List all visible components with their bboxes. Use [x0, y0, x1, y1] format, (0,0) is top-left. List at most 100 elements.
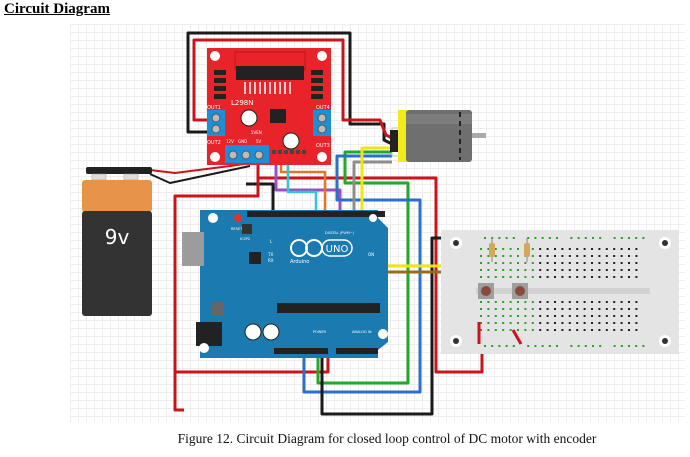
breadboard-hole: [517, 269, 519, 271]
breadboard-hole: [628, 301, 630, 303]
breadboard-hole: [568, 262, 571, 264]
breadboard-hole: [509, 329, 512, 331]
wire-red-power-left: [173, 178, 260, 412]
power-rail-hole: [642, 237, 645, 239]
power-rail-hole: [635, 237, 638, 239]
breadboard-hole: [613, 269, 616, 271]
breadboard-hole: [605, 329, 608, 331]
breadboard-hole: [568, 269, 571, 271]
power-rail-hole: [512, 345, 515, 347]
breadboard-hole: [524, 276, 527, 278]
power-rail-hole: [613, 237, 616, 239]
wire-orange: [279, 160, 327, 214]
breadboard-hole: [509, 322, 512, 324]
power-rail-hole: [584, 345, 587, 347]
breadboard-hole: [480, 262, 482, 264]
l-label: L: [270, 239, 273, 244]
breadboard-hole: [620, 301, 623, 303]
breadboard-hole: [546, 276, 549, 278]
on-label: ON: [368, 252, 374, 257]
power-rail-hole: [491, 345, 494, 347]
breadboard-hole: [554, 308, 556, 310]
breadboard-hole: [509, 269, 512, 271]
power-rail-hole: [584, 237, 587, 239]
breadboard-hole: [531, 262, 534, 264]
breadboard-hole: [591, 322, 593, 324]
breadboard-hole: [598, 248, 601, 250]
breadboard-hole: [554, 322, 556, 324]
breadboard-hole: [583, 308, 586, 310]
breadboard-hole: [487, 308, 490, 310]
power-rail-hole: [599, 345, 602, 347]
breadboard-hole: [539, 262, 542, 264]
breadboard-hole: [517, 322, 519, 324]
breadboard-hole: [546, 301, 549, 303]
breadboard-hole: [605, 255, 608, 257]
power-rail-hole: [592, 237, 594, 239]
power-rail-hole: [534, 237, 537, 239]
wire-blue-encoder: [302, 154, 422, 394]
wire-red-out1-motor: [192, 38, 393, 140]
breadboard-hole: [554, 301, 556, 303]
breadboard-hole: [561, 248, 564, 250]
breadboard-hole: [554, 255, 556, 257]
power-rail-hole: [628, 345, 630, 347]
breadboard-hole: [568, 329, 571, 331]
breadboard-hole: [494, 315, 497, 317]
power-rail-hole: [577, 237, 580, 239]
dc-motor-with-encoder: [390, 110, 486, 162]
breadboard-hole: [480, 276, 482, 278]
power-rail-hole: [620, 237, 623, 239]
breadboard-hole: [605, 322, 608, 324]
breadboard-hole: [524, 329, 527, 331]
power-rail-hole: [505, 237, 508, 239]
power-rail-hole: [592, 345, 594, 347]
breadboard-hole: [487, 255, 490, 257]
breadboard-hole: [509, 248, 512, 250]
breadboard-hole: [509, 262, 512, 264]
breadboard-hole: [628, 308, 630, 310]
breadboard-hole: [531, 322, 534, 324]
power-rail-hole: [541, 237, 544, 239]
breadboard-hole: [524, 315, 527, 317]
breadboard-hole: [502, 315, 505, 317]
breadboard-hole: [531, 269, 534, 271]
wire-cyan: [286, 160, 318, 214]
breadboard-hole: [568, 315, 571, 317]
breadboard-hole: [494, 262, 497, 264]
breadboard-hole: [583, 269, 586, 271]
breadboard-hole: [628, 262, 630, 264]
breadboard-hole: [583, 322, 586, 324]
breadboard-hole: [598, 329, 601, 331]
breadboard-hole: [576, 315, 579, 317]
breadboard-hole: [628, 315, 630, 317]
breadboard-hole: [517, 315, 519, 317]
breadboard-hole: [576, 276, 579, 278]
power-rail-hole: [599, 237, 602, 239]
power-rail-hole: [541, 345, 544, 347]
breadboard-hole: [591, 329, 593, 331]
breadboard-hole: [517, 308, 519, 310]
breadboard-hole: [554, 276, 556, 278]
breadboard-hole: [546, 269, 549, 271]
wire-black-gnd: [246, 182, 275, 214]
breadboard-hole: [531, 276, 534, 278]
breadboard-hole: [576, 248, 579, 250]
breadboard-hole: [620, 248, 623, 250]
wire-purple: [274, 160, 342, 214]
breadboard-hole: [628, 276, 630, 278]
breadboard-hole: [561, 301, 564, 303]
breadboard-hole: [605, 248, 608, 250]
breadboard-hole: [487, 276, 490, 278]
out2-label: OUT2: [207, 140, 221, 146]
figure-caption: Figure 12. Circuit Diagram for closed lo…: [0, 431, 690, 447]
wire-gray-encoder: [352, 160, 392, 214]
breadboard-hole: [480, 269, 482, 271]
breadboard-hole: [487, 322, 490, 324]
digital-label: DIGITAL (PWM~): [325, 231, 355, 235]
breadboard-hole: [591, 255, 593, 257]
out3-label: OUT3: [316, 143, 330, 149]
icsp2-label: ICSP2: [240, 237, 250, 241]
power-rail-hole: [613, 345, 616, 347]
breadboard-hole: [613, 262, 616, 264]
